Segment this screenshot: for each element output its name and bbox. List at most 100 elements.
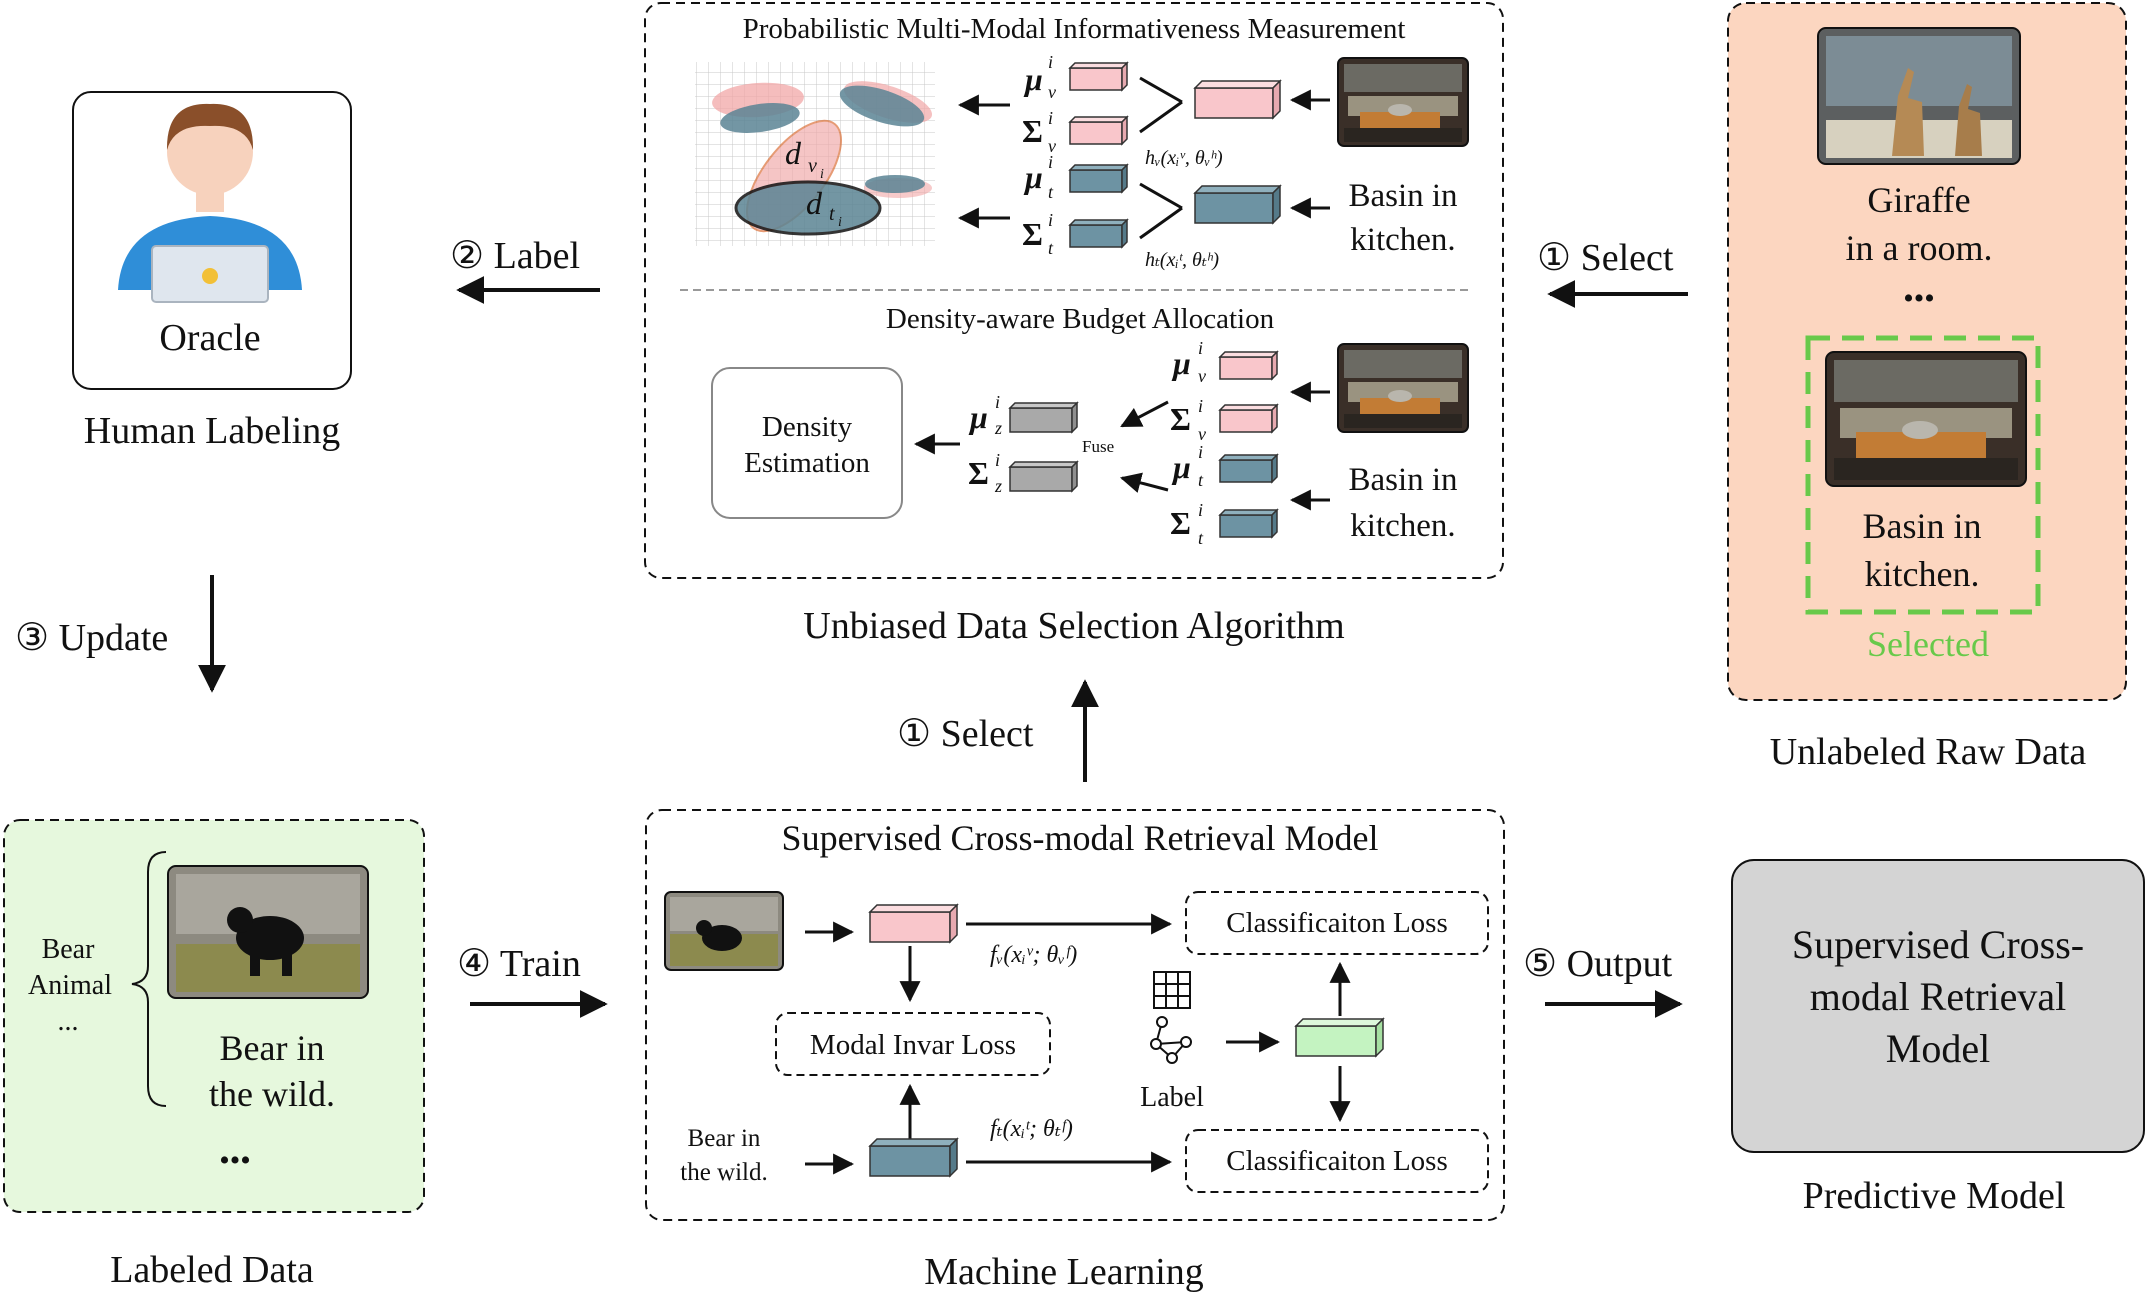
ml-bear-text-1: Bear in <box>688 1125 761 1152</box>
fuse-label: Fuse <box>1082 437 1114 456</box>
svg-text:i: i <box>1048 52 1053 72</box>
svg-text:i: i <box>1048 210 1053 230</box>
svg-text:i: i <box>1048 108 1053 128</box>
selected-highlight <box>1805 335 2041 615</box>
selected-basin-text-2: kitchen. <box>1865 554 1980 594</box>
text-mean-symbol: μ it <box>1023 152 1054 202</box>
basin-text-bottom-1: Basin in <box>1348 462 1457 498</box>
svg-text:v: v <box>1198 366 1206 386</box>
modal-loss-label: Modal Invar Loss <box>810 1029 1016 1061</box>
basin-text-top-2: kitchen. <box>1350 222 1455 258</box>
step-train: ④ Train <box>457 943 581 985</box>
selected-kitchen-image <box>1825 351 2027 487</box>
svg-text:t: t <box>1048 238 1054 258</box>
density-text-mean-symbol: μ it <box>1171 442 1204 490</box>
labeled-caption: Labeled Data <box>110 1249 314 1291</box>
svg-text:i: i <box>1198 338 1203 358</box>
unlabeled-caption: Unlabeled Raw Data <box>1770 731 2087 773</box>
tag-more: ... <box>58 1006 79 1037</box>
basin-text-bottom-2: kitchen. <box>1350 508 1455 544</box>
bear-image <box>167 865 369 999</box>
oracle-panel: Oracle <box>72 91 352 390</box>
ml-visual-feature-block <box>868 903 959 944</box>
step-label: ② Label <box>450 235 580 277</box>
svg-text:i: i <box>995 392 1000 412</box>
human-labeling-caption: Human Labeling <box>84 410 340 452</box>
svg-text:i: i <box>1198 500 1203 520</box>
f-v-formula: fᵥ(xᵢᵛ; θᵥᶠ) <box>990 942 1077 968</box>
svg-text:z: z <box>994 418 1002 438</box>
bear-text-1: Bear in <box>220 1028 325 1068</box>
predictive-model-box: Supervised Cross- modal Retrieval Model <box>1731 859 2145 1153</box>
f-t-formula: fₜ(xᵢᵗ; θₜᶠ) <box>990 1116 1073 1142</box>
unlabeled-ellipsis: ••• <box>1903 282 1935 315</box>
svg-text:t: t <box>1198 528 1204 548</box>
step-select-up: ① Select <box>897 713 1034 755</box>
svg-text:Σ: Σ <box>1022 113 1043 149</box>
text-variance-block <box>1068 218 1129 249</box>
visual-variance-symbol: Σ iv <box>1022 108 1056 156</box>
classification-loss-top-box: Classificaiton Loss <box>1185 891 1489 955</box>
predictive-caption: Predictive Model <box>1803 1175 2066 1217</box>
classification-loss-bottom-box: Classificaiton Loss <box>1185 1129 1489 1193</box>
predictive-text-3: Model <box>1886 1026 1990 1071</box>
tag-bear: Bear <box>42 934 96 965</box>
svg-text:i: i <box>838 215 842 230</box>
ml-caption: Machine Learning <box>924 1251 1204 1293</box>
fused-mean-symbol: μ iz <box>968 392 1002 438</box>
density-visual-variance-symbol: Σ iv <box>1170 396 1206 444</box>
label-feature-block <box>1294 1017 1385 1058</box>
svg-text:μ: μ <box>1171 449 1191 485</box>
density-text-variance-symbol: Σ it <box>1170 500 1204 548</box>
visual-variance-block <box>1068 115 1129 146</box>
h-t-formula: hₜ(xᵢᵗ, θₜʰ) <box>1145 249 1219 271</box>
step-update: ③ Update <box>15 617 168 659</box>
svg-text:v: v <box>1198 424 1206 444</box>
h-v-formula: hᵥ(xᵢᵛ, θᵥʰ) <box>1145 147 1223 169</box>
density-text-mean-block <box>1218 453 1279 484</box>
predictive-text-2: modal Retrieval <box>1810 974 2067 1019</box>
visual-feature-block <box>1193 79 1282 120</box>
bear-text-2: the wild. <box>209 1074 335 1114</box>
step-select-right: ① Select <box>1537 237 1674 279</box>
label-text: Label <box>1140 1082 1204 1113</box>
svg-text:i: i <box>995 450 1000 470</box>
class-loss-bottom-label: Classificaiton Loss <box>1226 1145 1448 1177</box>
labeled-panel: Bear Animal ... Bear in the wild. ••• <box>3 819 425 1213</box>
ml-bear-text-2: the wild. <box>680 1159 768 1186</box>
label-grid-icon <box>1153 971 1191 1009</box>
ml-text-feature-block <box>868 1137 959 1178</box>
svg-text:i: i <box>1198 396 1203 416</box>
text-variance-symbol: Σ it <box>1022 210 1054 258</box>
svg-text:Σ: Σ <box>1170 505 1191 541</box>
svg-text:i: i <box>1048 152 1053 172</box>
giraffe-text-2: in a room. <box>1846 228 1993 268</box>
svg-text:v: v <box>1048 82 1056 102</box>
density-estimation-line-2: Estimation <box>744 447 870 479</box>
svg-text:μ: μ <box>1171 345 1191 381</box>
informativeness-title: Probabilistic Multi-Modal Informativenes… <box>743 13 1406 45</box>
modal-invariance-loss-box: Modal Invar Loss <box>775 1012 1051 1076</box>
basin-text-top-1: Basin in <box>1348 178 1457 214</box>
giraffe-text-1: Giraffe <box>1867 180 1970 220</box>
d-t-label: d <box>806 185 823 221</box>
svg-text:Σ: Σ <box>968 455 989 491</box>
fused-variance-block <box>1008 460 1079 493</box>
svg-text:v: v <box>808 155 817 177</box>
density-allocation-title: Density-aware Budget Allocation <box>886 303 1275 335</box>
svg-text:Σ: Σ <box>1022 216 1043 252</box>
labeled-ellipsis: ••• <box>219 1144 251 1177</box>
selected-label: Selected <box>1867 624 1989 664</box>
d-v-label: d <box>785 135 802 171</box>
visual-mean-block <box>1068 61 1129 92</box>
fused-mean-block <box>1008 401 1079 434</box>
svg-text:μ: μ <box>1023 61 1043 97</box>
label-graph-icon <box>1150 1016 1192 1064</box>
oracle-label: Oracle <box>159 317 260 359</box>
text-feature-block <box>1193 184 1282 225</box>
class-loss-top-label: Classificaiton Loss <box>1226 907 1448 939</box>
density-estimation-box: Density Estimation <box>711 367 903 519</box>
svg-text:μ: μ <box>968 399 988 435</box>
density-visual-mean-block <box>1218 350 1279 381</box>
